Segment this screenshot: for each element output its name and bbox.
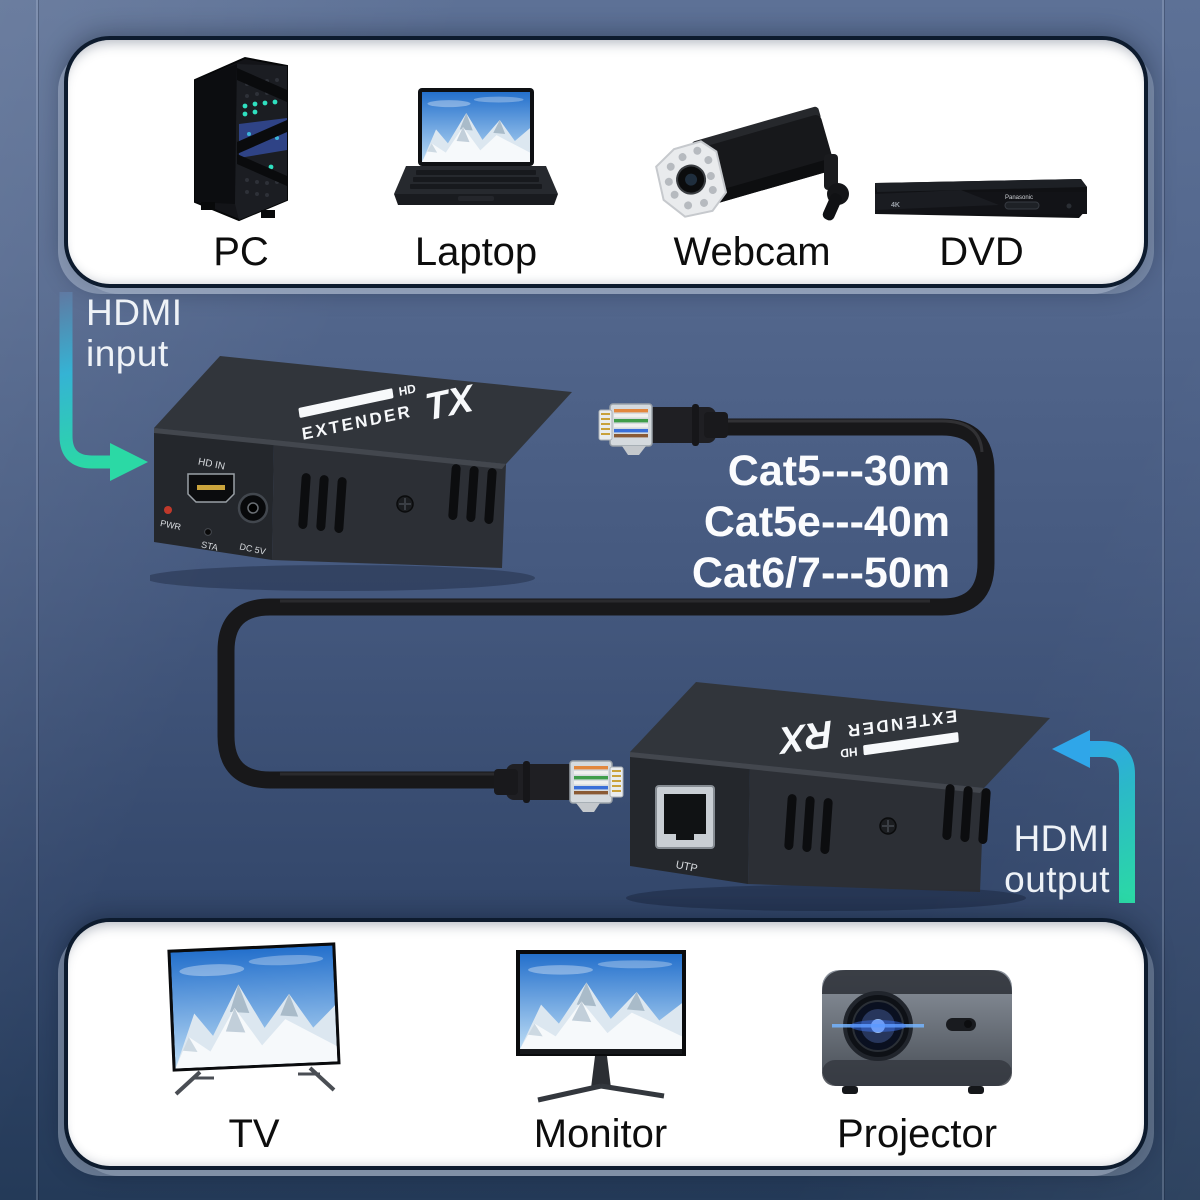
- cable-spec-line: Cat6/7---50m: [691, 549, 950, 597]
- background-line-left: [36, 0, 38, 1200]
- product-label-laptop: Laptop: [414, 230, 538, 274]
- sources-panel: PC Laptop: [64, 36, 1148, 288]
- product-label-tv: TV: [228, 1112, 280, 1156]
- product-label-webcam: Webcam: [673, 230, 831, 274]
- product-pc: PC: [156, 56, 326, 280]
- tx-logo: HD: [398, 381, 417, 399]
- cable-spec-line: Cat5e---40m: [703, 498, 950, 546]
- product-laptop: Laptop: [386, 56, 566, 280]
- power-led-label: PWR: [159, 518, 182, 532]
- dvd-brand: Panasonic: [1005, 195, 1033, 201]
- monitor-image: [510, 938, 692, 1106]
- status-hole: [204, 528, 212, 536]
- webcam-image: [646, 56, 858, 224]
- tx-screw: [396, 495, 414, 513]
- rx-logo: HD: [840, 744, 858, 760]
- product-tv: TV: [159, 938, 349, 1162]
- utp-port-label: UTP: [675, 859, 699, 875]
- pc-image: [181, 56, 301, 224]
- hdmi-output-line2: output: [1004, 859, 1110, 900]
- displays-panel: TV Monitor: [64, 918, 1148, 1170]
- hdmi-output-label: HDMI output: [935, 818, 1110, 900]
- status-label: STA: [200, 539, 219, 552]
- dvd-badge: 4K: [891, 202, 900, 209]
- hdmi-input-line2: input: [86, 333, 169, 374]
- product-projector: Projector: [817, 938, 1017, 1162]
- rj45-connector-rx: [493, 760, 624, 813]
- product-monitor: Monitor: [508, 938, 693, 1162]
- product-dvd: 4K Panasonic DVD: [869, 56, 1094, 280]
- cable-spec-list: Cat5---30m Cat5e---40m Cat6/7---50m: [600, 446, 950, 599]
- product-label-pc: PC: [213, 230, 269, 274]
- rx-screw: [879, 817, 897, 835]
- tx-vents: [298, 464, 497, 533]
- rx-extender-device: HD EXTENDER RX UTP: [626, 666, 1061, 921]
- rx-variant: RX: [776, 712, 834, 762]
- background-line-right: [1162, 0, 1164, 1200]
- hdmi-port-label: HD IN: [197, 457, 226, 473]
- rx-vents: [784, 794, 833, 854]
- hdmi-input-label: HDMI input: [86, 292, 183, 374]
- hdmi-output-line1: HDMI: [1013, 818, 1110, 859]
- power-led: [164, 506, 172, 514]
- tx-extender-device: HD EXTENDER TX PWR HD IN STA DC 5V: [145, 336, 580, 603]
- product-label-dvd: DVD: [939, 230, 1024, 274]
- cable-spec-line: Cat5---30m: [727, 447, 950, 495]
- product-label-monitor: Monitor: [533, 1112, 668, 1156]
- utp-port: [655, 785, 715, 849]
- product-webcam: Webcam: [646, 56, 858, 280]
- product-label-projector: Projector: [836, 1112, 998, 1156]
- dvd-image: 4K Panasonic: [869, 56, 1094, 224]
- tv-image: [162, 938, 347, 1106]
- tx-variant: TX: [422, 377, 478, 429]
- projector-image: [818, 938, 1016, 1106]
- hdmi-input-line1: HDMI: [86, 292, 183, 333]
- laptop-image: [392, 56, 560, 224]
